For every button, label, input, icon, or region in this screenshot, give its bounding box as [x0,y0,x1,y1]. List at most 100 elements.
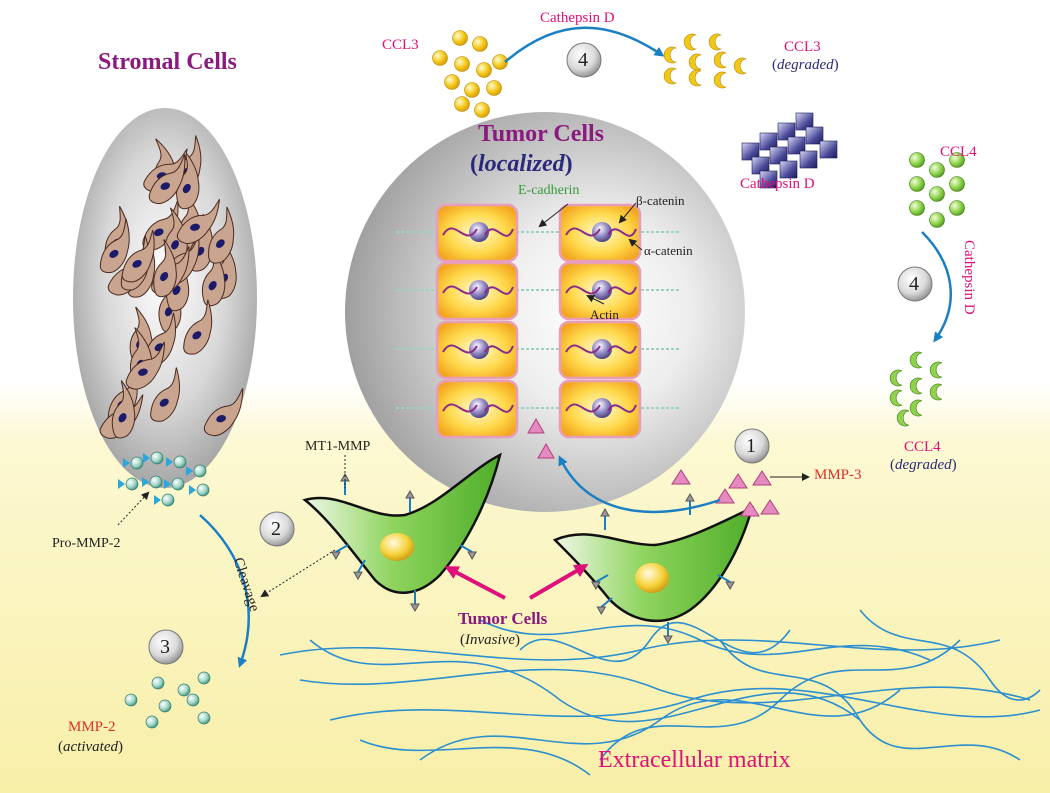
mmp2-ball [158,699,172,713]
step-2-number: 2 [271,518,281,540]
step-4b-number: 4 [909,273,919,295]
ccl4-balls [909,152,965,228]
ccl4-ball [909,176,925,192]
pro-mmp2-prodomain [189,485,196,495]
mt1-mmp-head [663,635,673,645]
mmp3-triangle [740,501,760,517]
ccl4-fragment [909,377,923,395]
stromal-cell [153,239,177,298]
pro-mmp2-prodomain [154,495,161,505]
cathepsin-d-cube [795,112,814,131]
arrow-invasive-right [528,563,589,600]
pro-mmp2-ball [171,477,185,491]
ccl3-fragment [708,33,722,51]
mt1-mmp-receptor [595,574,609,583]
pro-mmp2-prodomain [164,479,171,489]
mmp2-ball [124,693,138,707]
stromal-nucleus [160,182,171,190]
mt1-mmp-receptor [459,544,473,553]
stromal-cell [99,218,130,274]
ccl4-fragment [929,361,943,379]
mt1-mmp-head [405,489,415,499]
stromal-cell-cluster [99,135,244,439]
arrow-alpha-catenin-label [628,238,643,251]
mt1-mmp-head [331,551,341,561]
catenin-twist [442,227,478,237]
catenin-twist [565,227,601,237]
stromal-nucleus [159,398,169,407]
mt1-mmp-receptor [357,559,366,573]
ccl4-fragment [909,351,923,369]
stromal-cell [121,229,155,283]
ecm-fiber [479,619,931,661]
mt1-mmp-head [353,571,363,581]
tumor-cell-grid [396,203,680,459]
stromal-nucleus [132,259,142,268]
tumor-nucleus [592,339,612,359]
ecm-fiber [309,639,861,723]
mt1-mmp-head [596,606,607,616]
ccl3-fragment [683,33,697,51]
ecm-fiber [419,689,901,761]
actin-label: Actin [590,307,619,322]
stromal-cell [208,206,235,264]
pro-mmp2-ball [193,464,207,478]
mmp3-triangle [527,417,545,434]
mt1-mmp-head [600,507,610,517]
mmp3-triangles [671,469,780,517]
stromal-nucleus [192,331,202,340]
arrow-mmp3-to-tumor [558,455,721,514]
mmp2-ball [197,711,211,725]
mmp3-label: MMP-3 [814,467,862,483]
mmp2-ball [145,715,159,729]
tumor-nucleus [592,222,612,242]
arrow-cleavage [199,514,250,668]
catenin-twist [442,403,478,413]
pro-mmp2-prodomain [143,453,150,463]
tumor-nucleus [469,222,489,242]
ccl4-label: CCL4 [940,144,977,160]
ccl3-fragment [663,67,677,85]
mmp3-triangle [760,499,780,515]
ecm-fiber [519,621,791,663]
catenin-twist [565,285,601,295]
ccl3-balls [432,30,508,118]
tumor-invasive-subtitle: (Invasive) [460,632,520,648]
pro-mmp2-ball [150,451,164,465]
cathepsin-d-cube [759,132,778,151]
catenin-twist [484,228,514,237]
ccl3-fragment [688,69,702,87]
mmp3-triangle [752,470,772,486]
mt1-mmp-head [685,492,695,502]
cathepsin-d-cube [769,146,788,165]
mt1-mmp-receptor [335,544,349,553]
catenin-twist [484,404,514,413]
alpha-catenin-label: α-catenin [644,243,693,258]
ccl3-ball [454,96,470,112]
ccl3-degraded-state-text: degraded [777,57,834,73]
mmp2-ball [197,671,211,685]
ccl3-ball [492,54,508,70]
catenin-twist [484,286,514,295]
catenin-twist [565,344,601,354]
ccl3-ball [486,80,502,96]
mmp3-triangle [728,473,748,489]
ccl3-degraded-label: CCL3 [784,39,821,55]
ccl3-ball [444,74,460,90]
arrow-ecadherin-label [538,203,569,228]
catenin-twist [565,403,601,413]
stromal-cell [176,198,221,245]
stromal-nucleus [138,368,148,376]
pro-mmp2-prodomain [118,479,125,489]
ccl3-fragment [713,71,727,89]
ecm-fiber [599,639,961,761]
mmp2-label: MMP-2 [68,719,116,735]
cathepsin-d-cube [759,170,778,189]
pro-mmp2-ball [196,483,210,497]
ccl3-ball [452,30,468,46]
ccl3-fragment [733,57,747,75]
ecm-fiber [299,668,1031,704]
stromal-nucleus [208,281,217,291]
mt1-mmp-label: MT1-MMP [305,439,371,454]
